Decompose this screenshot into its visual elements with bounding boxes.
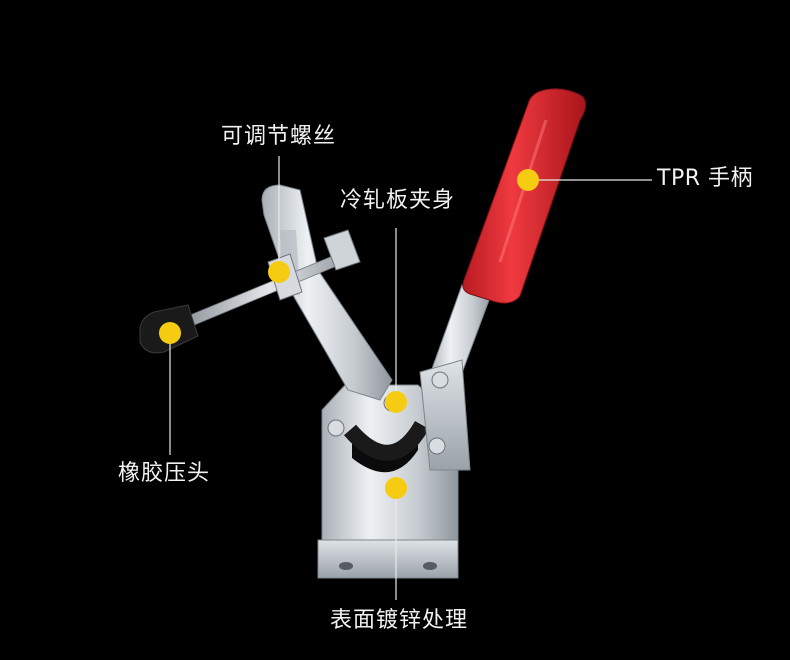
label-cold-rolled-body: 冷轧板夹身 [340, 188, 456, 213]
label-tpr-handle: TPR 手柄 [657, 166, 753, 191]
callout-markers [159, 169, 539, 499]
callout-lines [169, 156, 652, 600]
label-adjustable-screw: 可调节螺丝 [221, 124, 337, 149]
label-rubber-pad: 橡胶压头 [118, 461, 211, 486]
marker-screw [268, 261, 290, 283]
label-galvanized-finish: 表面镀锌处理 [330, 608, 469, 633]
adjustable-screw [182, 229, 361, 329]
marker-pad [159, 322, 181, 344]
clamp-base [317, 384, 459, 579]
tpr-handle [462, 88, 586, 304]
marker-handle [517, 169, 539, 191]
marker-finish [385, 477, 407, 499]
marker-body [385, 391, 407, 413]
